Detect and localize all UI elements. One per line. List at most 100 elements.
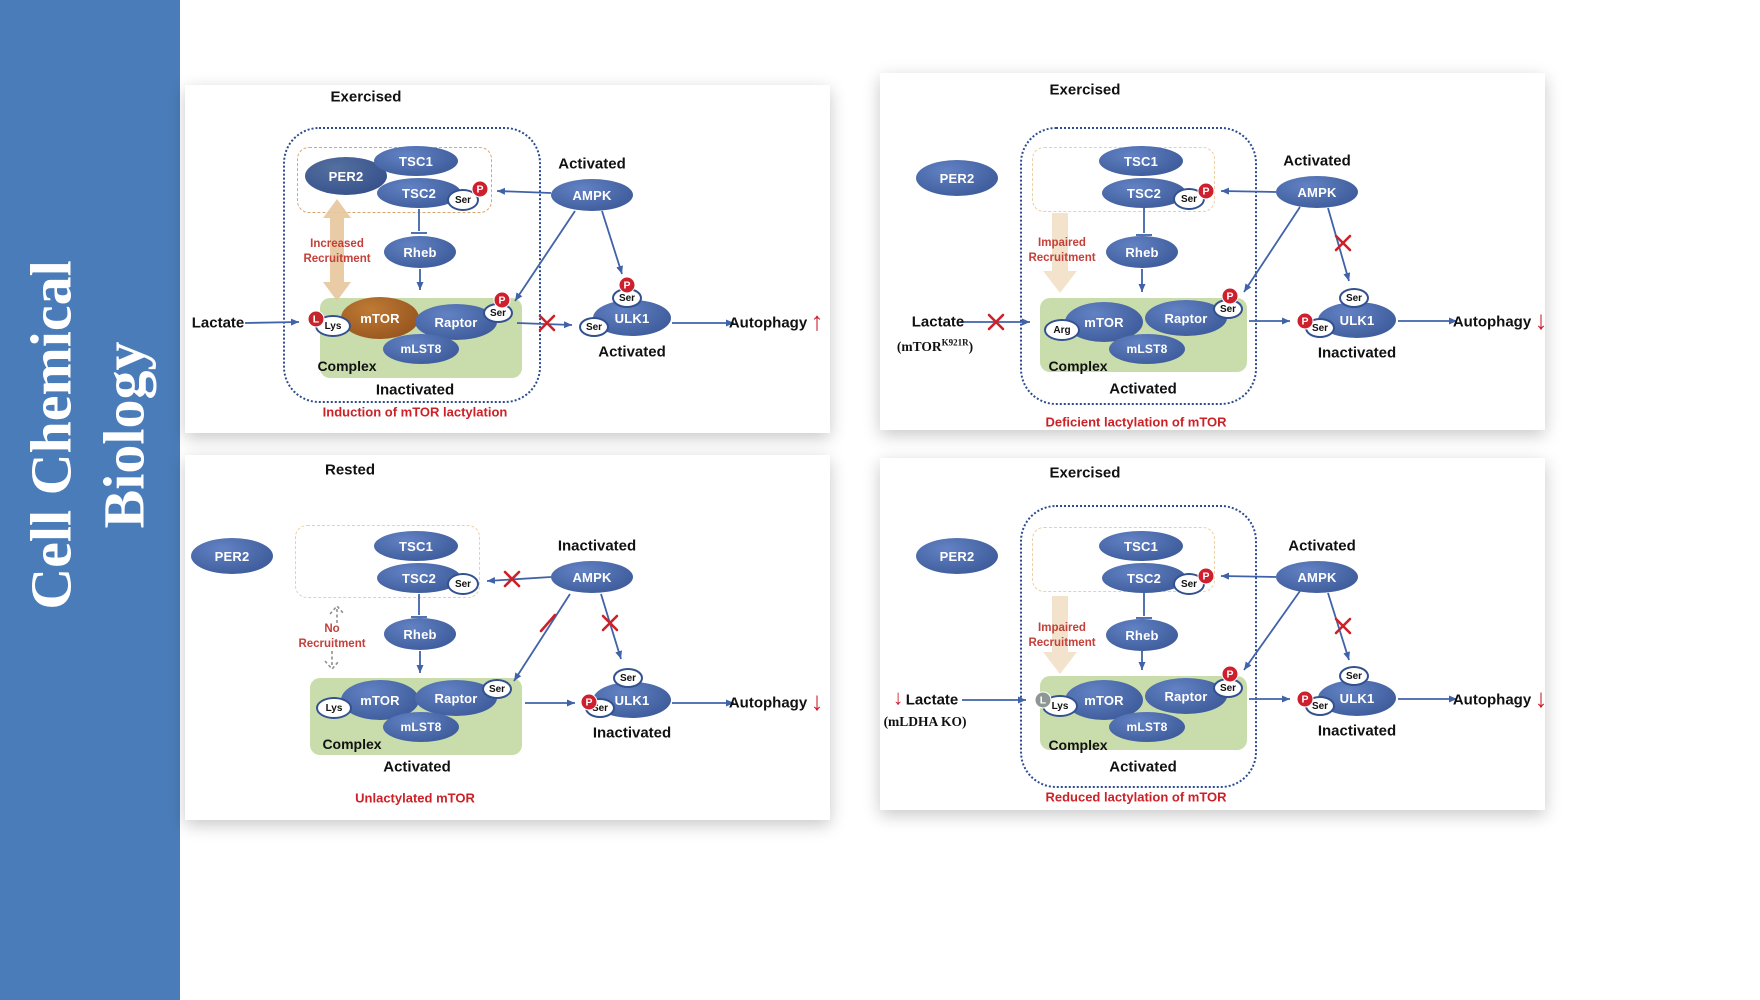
panel-caption: Induction of mTOR lactylation xyxy=(322,404,508,420)
panel-caption: Reduced lactylation of mTOR xyxy=(1045,789,1227,805)
autophagy-label: Autophagy xyxy=(728,314,808,332)
recruitment-label-line2: Recruitment xyxy=(1028,252,1096,264)
tsc1-node: TSC1 xyxy=(374,531,458,561)
phospho-badge: P xyxy=(1221,665,1239,683)
recruitment-arrow xyxy=(1043,596,1077,674)
ampk-state: Activated xyxy=(1288,537,1356,555)
recruitment-label-line1: Increased xyxy=(310,238,364,251)
lactate-down-arrow: ↓ xyxy=(892,686,904,710)
pathway-arrows xyxy=(244,187,734,332)
autophagy-label: Autophagy xyxy=(728,694,808,712)
mlst8-node: mLST8 xyxy=(383,712,459,742)
panel-title: Exercised xyxy=(1049,464,1121,482)
per2-node: PER2 xyxy=(916,538,998,574)
autophagy-label: Autophagy xyxy=(1452,313,1532,331)
per2-node: PER2 xyxy=(916,160,998,196)
recruitment-label-line1: No xyxy=(324,623,340,636)
journal-title: Cell Chemical Biology xyxy=(16,260,161,610)
tsc2-ser-site: Ser xyxy=(447,189,479,211)
panel-title: Exercised xyxy=(330,88,402,106)
panel-title: Rested xyxy=(324,461,376,479)
tsc1-node: TSC1 xyxy=(1099,146,1183,176)
ampk-node: AMPK xyxy=(1276,176,1358,208)
panel-rested-unlactylated: Rested PER2 TSC1 TSC2 Ser Inactivated AM… xyxy=(185,455,830,820)
per2-node: PER2 xyxy=(305,157,387,195)
no-recruitment-up-arrow xyxy=(329,604,345,623)
ulk1-ser-top-site: Ser xyxy=(1339,288,1369,308)
phospho-badge: P xyxy=(580,693,598,711)
mutant-suffix: ) xyxy=(968,338,974,354)
blocked-cross xyxy=(987,234,1352,331)
ampk-state: Inactivated xyxy=(557,537,637,555)
pathway-arrows xyxy=(324,570,734,707)
recruitment-arrow xyxy=(1043,213,1077,293)
complex-state: Activated xyxy=(1109,758,1177,776)
lys-site: Lys xyxy=(316,697,352,719)
recruitment-label-line2: Recruitment xyxy=(1028,637,1096,649)
blocked-cross xyxy=(538,314,556,332)
per2-tsc-dashed-box xyxy=(1032,527,1215,592)
recruitment-label: Impaired Recruitment xyxy=(1028,621,1095,651)
raptor-node: Raptor xyxy=(415,680,497,716)
mlst8-node: mLST8 xyxy=(383,334,459,364)
raptor-ser-site: Ser xyxy=(482,679,512,699)
mutant-prefix: (mTOR xyxy=(896,338,942,354)
phospho-badge: P xyxy=(1197,182,1215,200)
phospho-badge: P xyxy=(1221,287,1239,305)
ulk1-ser-top-site: Ser xyxy=(613,668,643,688)
recruitment-label-line1: Impaired xyxy=(1038,622,1086,635)
lactyl-badge: L xyxy=(307,310,325,328)
recruitment-label-line2: Recruitment xyxy=(303,253,371,265)
recruitment-label-line2: Recruitment xyxy=(298,638,366,650)
blocked-cross xyxy=(1334,617,1352,635)
panel-caption: Deficient lactylation of mTOR xyxy=(1045,414,1227,430)
recruitment-label-line1: Impaired xyxy=(1038,237,1086,250)
phospho-badge: P xyxy=(618,276,636,294)
rheb-node: Rheb xyxy=(1106,619,1178,651)
cell-dotted-outline xyxy=(1020,505,1257,788)
mlst8-node: mLST8 xyxy=(1109,712,1185,742)
ulk1-ser-top-site: Ser xyxy=(1339,666,1369,686)
ampk-node: AMPK xyxy=(1276,561,1358,593)
complex-label: Complex xyxy=(1048,358,1108,374)
recruitment-label: No Recruitment xyxy=(298,622,365,652)
tsc2-node: TSC2 xyxy=(1102,563,1186,593)
panel-title: Exercised xyxy=(1049,81,1121,99)
autophagy-down-arrow: ↓ xyxy=(810,686,824,716)
phospho-badge: P xyxy=(471,180,489,198)
autophagy-down-arrow: ↓ xyxy=(1534,683,1548,713)
ulk1-state: Inactivated xyxy=(592,724,672,742)
lactate-label: Lactate xyxy=(191,314,245,332)
ampk-state: Activated xyxy=(558,155,626,173)
complex-state: Activated xyxy=(383,758,451,776)
ulk1-ser-left-site: Ser xyxy=(579,317,609,337)
ulk1-state: Activated xyxy=(598,343,666,361)
arg-site: Arg xyxy=(1044,319,1080,341)
mlst8-node: mLST8 xyxy=(1109,334,1185,364)
lactyl-badge: L xyxy=(1034,691,1052,709)
rheb-node: Rheb xyxy=(384,236,456,268)
complex-label: Complex xyxy=(322,736,382,752)
ampk-state: Activated xyxy=(1283,152,1351,170)
complex-state: Inactivated xyxy=(375,381,455,399)
phospho-badge: P xyxy=(1296,312,1314,330)
autophagy-up-arrow: ↑ xyxy=(810,306,824,336)
tsc1-node: TSC1 xyxy=(374,146,458,176)
complex-state: Activated xyxy=(1109,380,1177,398)
ulk1-state: Inactivated xyxy=(1317,722,1397,740)
lactate-label: Lactate xyxy=(905,691,959,709)
panel-caption: Unlactylated mTOR xyxy=(355,790,475,806)
autophagy-down-arrow: ↓ xyxy=(1534,305,1548,335)
blocked-cross xyxy=(503,570,619,633)
panel-exercised-induction: Exercised PER2 TSC1 TSC2 Ser P Activated… xyxy=(185,85,830,433)
panel-exercised-ldha-ko: Exercised PER2 TSC1 TSC2 Ser P Activated… xyxy=(880,458,1548,810)
cell-dotted-outline xyxy=(1020,127,1257,405)
per2-tsc-dashed-box xyxy=(295,525,480,598)
tsc1-node: TSC1 xyxy=(1099,531,1183,561)
ampk-node: AMPK xyxy=(551,179,633,211)
tsc2-node: TSC2 xyxy=(1102,178,1186,208)
recruitment-label: Impaired Recruitment xyxy=(1028,236,1095,266)
pathway-arrows xyxy=(960,187,1457,331)
pathway-arrows xyxy=(962,572,1457,704)
lactate-label: Lactate xyxy=(911,313,965,331)
